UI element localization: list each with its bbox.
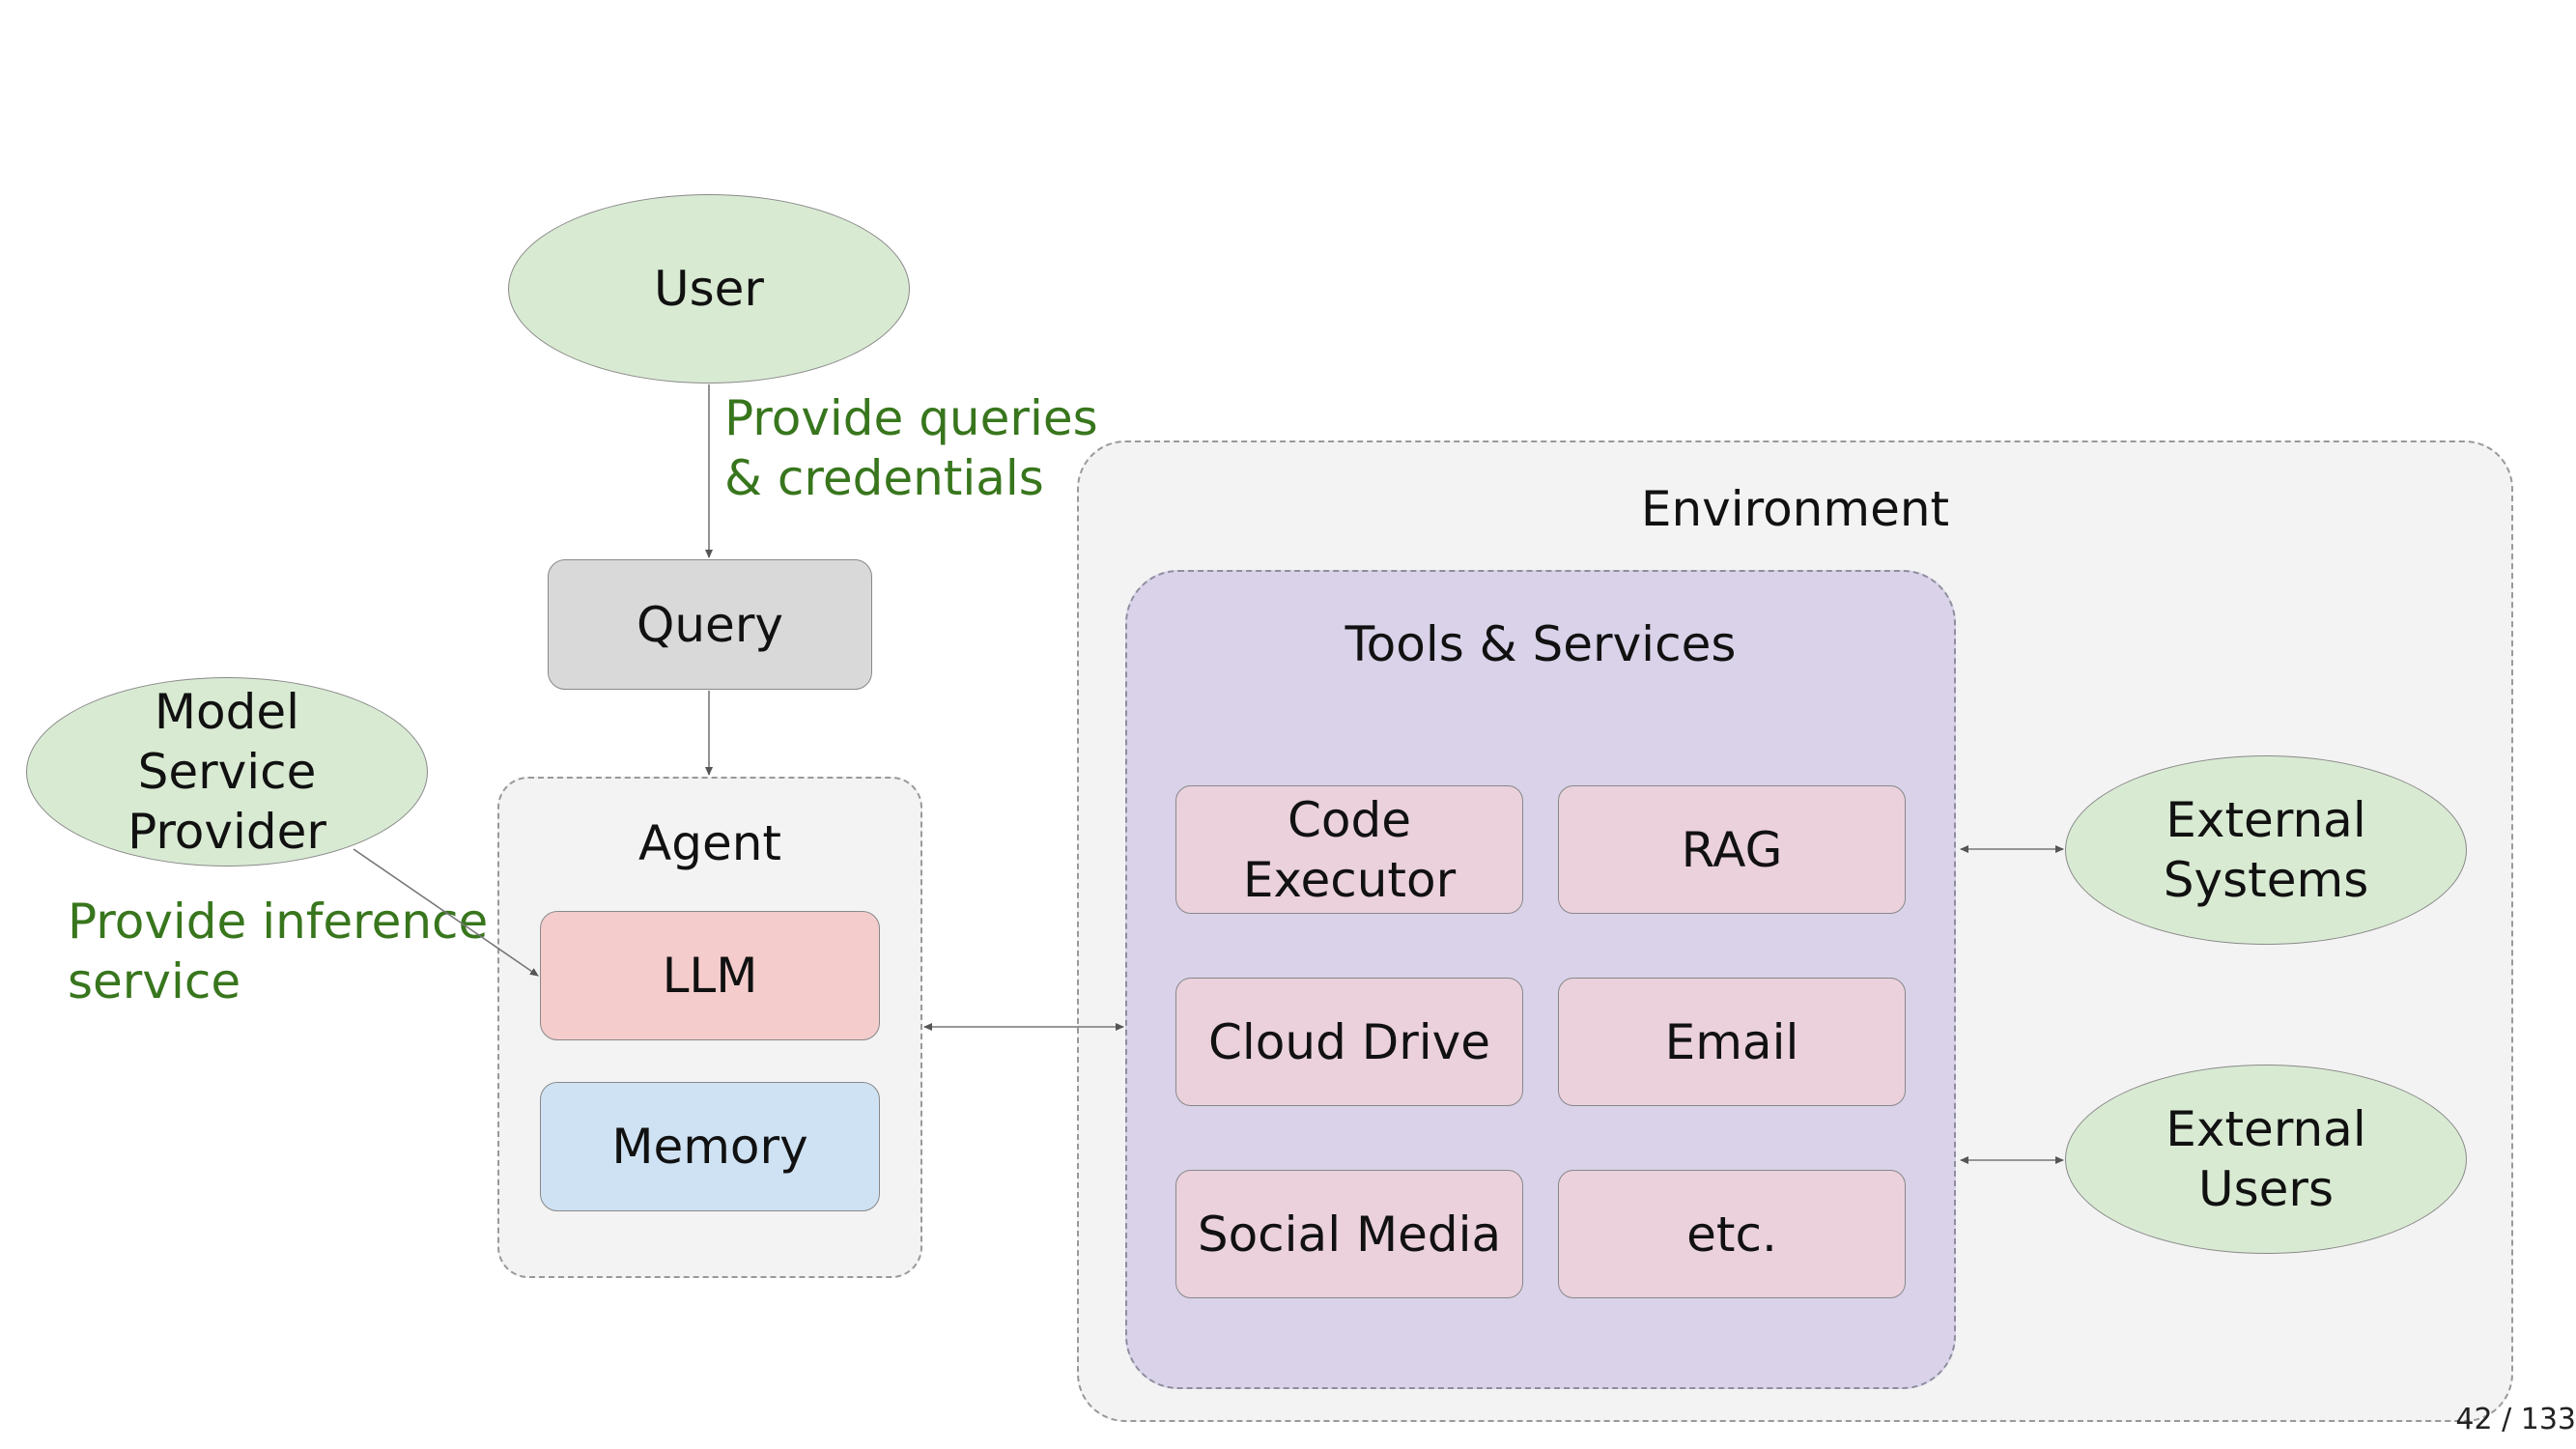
tool-cloud-drive: Cloud Drive <box>1175 978 1523 1106</box>
tool-etc: etc. <box>1558 1170 1906 1298</box>
user-node: User <box>508 194 910 384</box>
query-node: Query <box>548 559 872 690</box>
tool-code-executor: Code Executor <box>1175 785 1523 914</box>
provider-llm-annotation: Provide inference service <box>68 894 489 1009</box>
tool-social-media: Social Media <box>1175 1170 1523 1298</box>
user-query-annotation: Provide queries & credentials <box>724 390 1098 506</box>
external-systems-node: External Systems <box>2065 755 2467 945</box>
memory-node: Memory <box>540 1082 880 1211</box>
environment-label: Environment <box>1640 481 1950 537</box>
llm-node: LLM <box>540 911 880 1040</box>
model-service-provider-node: Model Service Provider <box>26 677 428 867</box>
arrow-provider-to-llm <box>353 848 539 977</box>
tools-services-label: Tools & Services <box>1345 616 1737 672</box>
page-indicator: 42 / 133 <box>2455 1403 2576 1436</box>
tool-email: Email <box>1558 978 1906 1106</box>
agent-label: Agent <box>638 815 781 871</box>
tool-rag: RAG <box>1558 785 1906 914</box>
external-users-node: External Users <box>2065 1065 2467 1254</box>
